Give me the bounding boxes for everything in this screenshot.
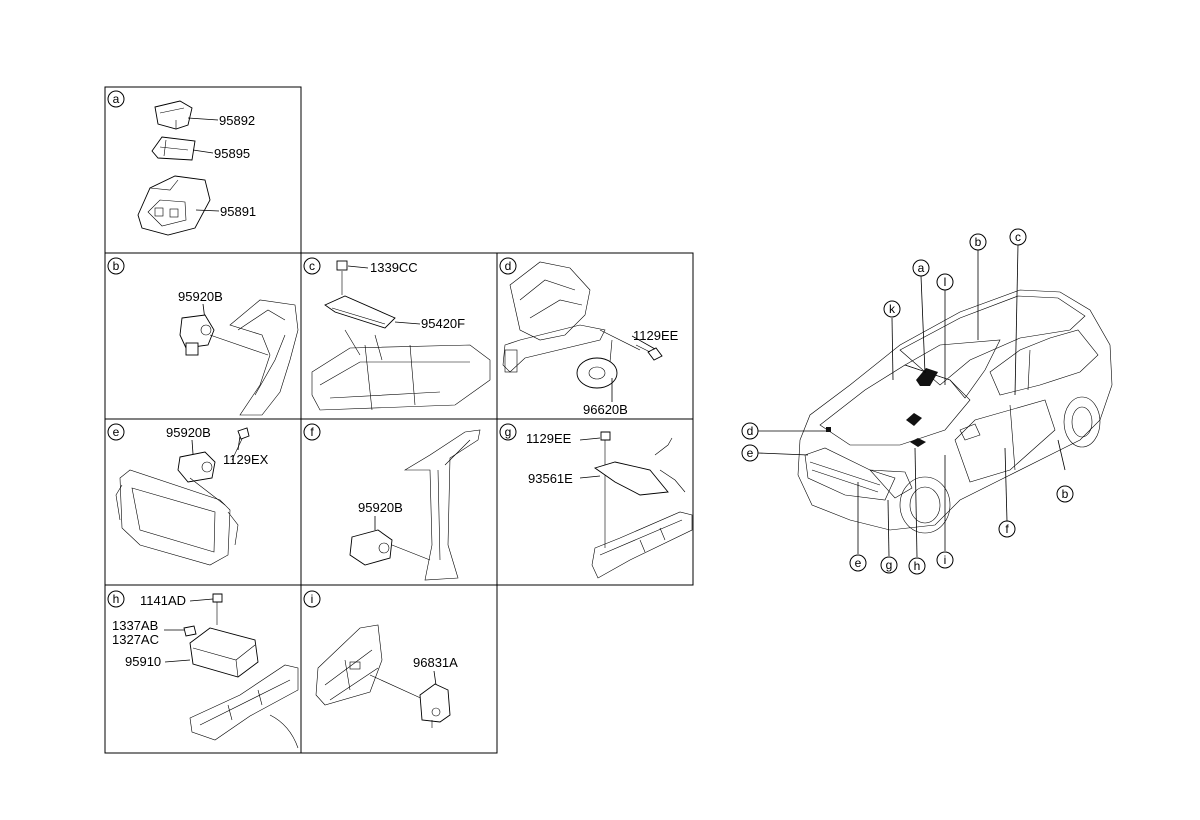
panel-e-letter: e <box>113 425 120 439</box>
vehicle-illustration <box>797 289 1113 534</box>
callout-h: h <box>914 559 921 573</box>
panel-g: g 1129EE 93561E <box>499 423 693 579</box>
callout-e-left: e <box>747 446 754 460</box>
part-1337AB-label: 1337AB <box>112 618 158 633</box>
callout-g: g <box>886 558 893 572</box>
part-95895-label: 95895 <box>214 146 250 161</box>
panel-a-letter: a <box>113 92 120 106</box>
part-1141AD-label: 1141AD <box>140 593 186 608</box>
panel-f-letter: f <box>310 425 314 439</box>
callout-a: a <box>918 261 925 275</box>
callout-f: f <box>1005 522 1009 536</box>
panel-c-letter: c <box>309 259 315 273</box>
panel-f: f 95920B <box>303 423 481 581</box>
panel-h-letter: h <box>113 592 120 606</box>
panel-grid <box>104 86 694 754</box>
part-1339CC-label: 1339CC <box>370 260 418 275</box>
component-a-marker <box>916 368 938 386</box>
callout-k: k <box>889 302 896 316</box>
panel-h: h 1141AD 1337AB 1327AC 95910 <box>107 590 299 749</box>
component-h2-marker <box>910 438 926 447</box>
panel-d: d 1129EE 96620B <box>499 257 679 417</box>
part-1129EX-label: 1129EX <box>223 452 269 467</box>
panel-g-letter: g <box>505 425 512 439</box>
callout-e-bottom: e <box>855 556 862 570</box>
vehicle-callouts: a b c d e f b e g h i k l <box>741 228 1074 575</box>
part-95910-label: 95910 <box>125 654 161 669</box>
vehicle-callout-lines <box>757 244 1066 558</box>
panel-i-letter: i <box>311 592 314 606</box>
callout-l: l <box>944 275 947 289</box>
callout-d: d <box>747 424 754 438</box>
part-95920B-label: 95920B <box>178 289 223 304</box>
part-93561E-label: 93561E <box>528 471 573 486</box>
part-96620B-label: 96620B <box>583 402 628 417</box>
part-95920B-label-f: 95920B <box>358 500 403 515</box>
part-95920B-label-e: 95920B <box>166 425 211 440</box>
panel-a: a 95892 95895 95891 <box>107 90 256 236</box>
panel-e: e 95920B 1129EX <box>107 423 269 566</box>
part-95420F-label: 95420F <box>421 316 465 331</box>
panel-b-letter: b <box>113 259 120 273</box>
part-96831A-label: 96831A <box>413 655 458 670</box>
callout-b-right: b <box>1062 487 1069 501</box>
part-1129EE-label-g: 1129EE <box>526 431 572 446</box>
component-h-marker <box>906 413 922 426</box>
part-95891-label: 95891 <box>220 204 256 219</box>
part-1327AC-label: 1327AC <box>112 632 159 647</box>
callout-i: i <box>944 553 947 567</box>
part-95892-label: 95892 <box>219 113 255 128</box>
panel-c: c 1339CC 95420F <box>303 257 491 411</box>
part-1129EE-label-d: 1129EE <box>633 328 679 343</box>
panel-d-letter: d <box>505 259 512 273</box>
panel-i: i 96831A <box>303 590 458 728</box>
panel-b: b 95920B <box>107 257 299 416</box>
callout-c: c <box>1015 230 1021 244</box>
callout-b-top: b <box>975 235 982 249</box>
